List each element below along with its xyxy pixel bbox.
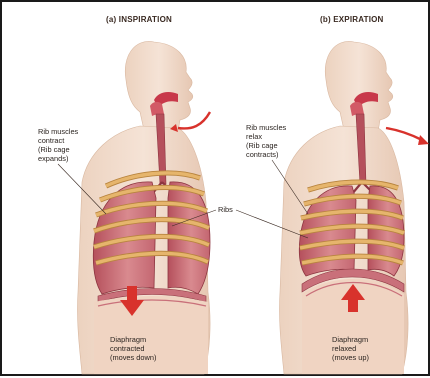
panel-title-inspiration: (a) INSPIRATION — [106, 15, 172, 24]
rib-muscles-label-inspiration: Rib muscles contract (Rib cage expands) — [38, 127, 79, 163]
panel-inspiration: (a) INSPIRATION — [38, 15, 210, 374]
svg-text:contracted: contracted — [110, 344, 145, 353]
svg-text:Rib muscles: Rib muscles — [246, 123, 287, 132]
airflow-out-arrowhead — [418, 135, 429, 145]
svg-text:Diaphragm: Diaphragm — [110, 335, 146, 344]
rib-muscles-label-expiration: Rib muscles relax (Rib cage contracts) — [246, 123, 287, 159]
svg-text:relax: relax — [246, 132, 262, 141]
svg-text:(Rib cage: (Rib cage — [246, 141, 278, 150]
panel-title-expiration: (b) EXPIRATION — [320, 15, 384, 24]
svg-text:Rib muscles: Rib muscles — [38, 127, 79, 136]
panel-expiration: (b) EXPIRATION — [246, 15, 429, 374]
svg-text:(moves down): (moves down) — [110, 353, 156, 362]
svg-text:contracts): contracts) — [246, 150, 278, 159]
svg-text:expands): expands) — [38, 154, 68, 163]
svg-text:Diaphragm: Diaphragm — [332, 335, 368, 344]
airflow-out-arrow — [386, 128, 422, 140]
svg-text:(Rib cage: (Rib cage — [38, 145, 70, 154]
svg-text:(moves up): (moves up) — [332, 353, 369, 362]
ribs-label: Ribs — [218, 205, 233, 214]
svg-text:relaxed: relaxed — [332, 344, 356, 353]
svg-text:contract: contract — [38, 136, 64, 145]
